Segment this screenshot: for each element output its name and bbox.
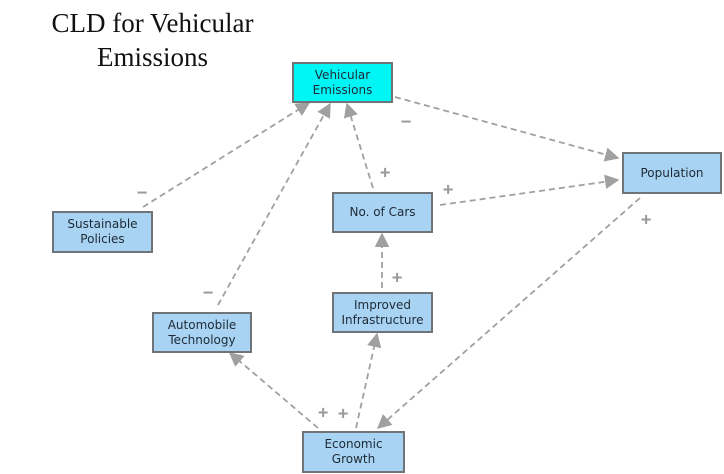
- edge-emissions-to-population: [394, 96, 620, 162]
- edge-population-to-growth: [376, 197, 641, 429]
- edge-cars-to-population: [439, 174, 620, 206]
- node-no-of-cars[interactable]: No. of Cars: [332, 192, 433, 233]
- edge-growth-to-infrastructure: [355, 332, 382, 429]
- polarity-infrastructure-cars: +: [392, 268, 402, 288]
- node-improved-infrastructure[interactable]: Improved Infrastructure: [332, 292, 433, 333]
- polarity-cars-emissions: +: [380, 163, 390, 183]
- node-vehicular-emissions[interactable]: Vehicular Emissions: [292, 62, 393, 103]
- polarity-policies-emissions: −: [137, 183, 147, 203]
- node-sustainable-policies[interactable]: Sustainable Policies: [52, 211, 153, 253]
- polarity-cars-population: +: [443, 180, 453, 200]
- polarity-emissions-population: −: [401, 112, 411, 132]
- polarity-growth-infrastructure: +: [338, 404, 348, 424]
- node-population[interactable]: Population: [622, 152, 722, 194]
- edge-policies-to-emissions: [142, 102, 311, 208]
- polarity-technology-emissions: −: [203, 283, 213, 303]
- diagram-title: CLD for Vehicular Emissions: [51, 8, 254, 72]
- polarity-population-growth: +: [641, 210, 651, 230]
- edge-technology-to-emissions: [217, 102, 331, 306]
- edge-cars-to-emissions: [343, 102, 374, 189]
- node-automobile-technology[interactable]: Automobile Technology: [152, 312, 252, 353]
- node-economic-growth[interactable]: Economic Growth: [302, 431, 405, 473]
- edge-growth-to-technology: [228, 352, 319, 429]
- polarity-growth-technology: +: [318, 403, 328, 423]
